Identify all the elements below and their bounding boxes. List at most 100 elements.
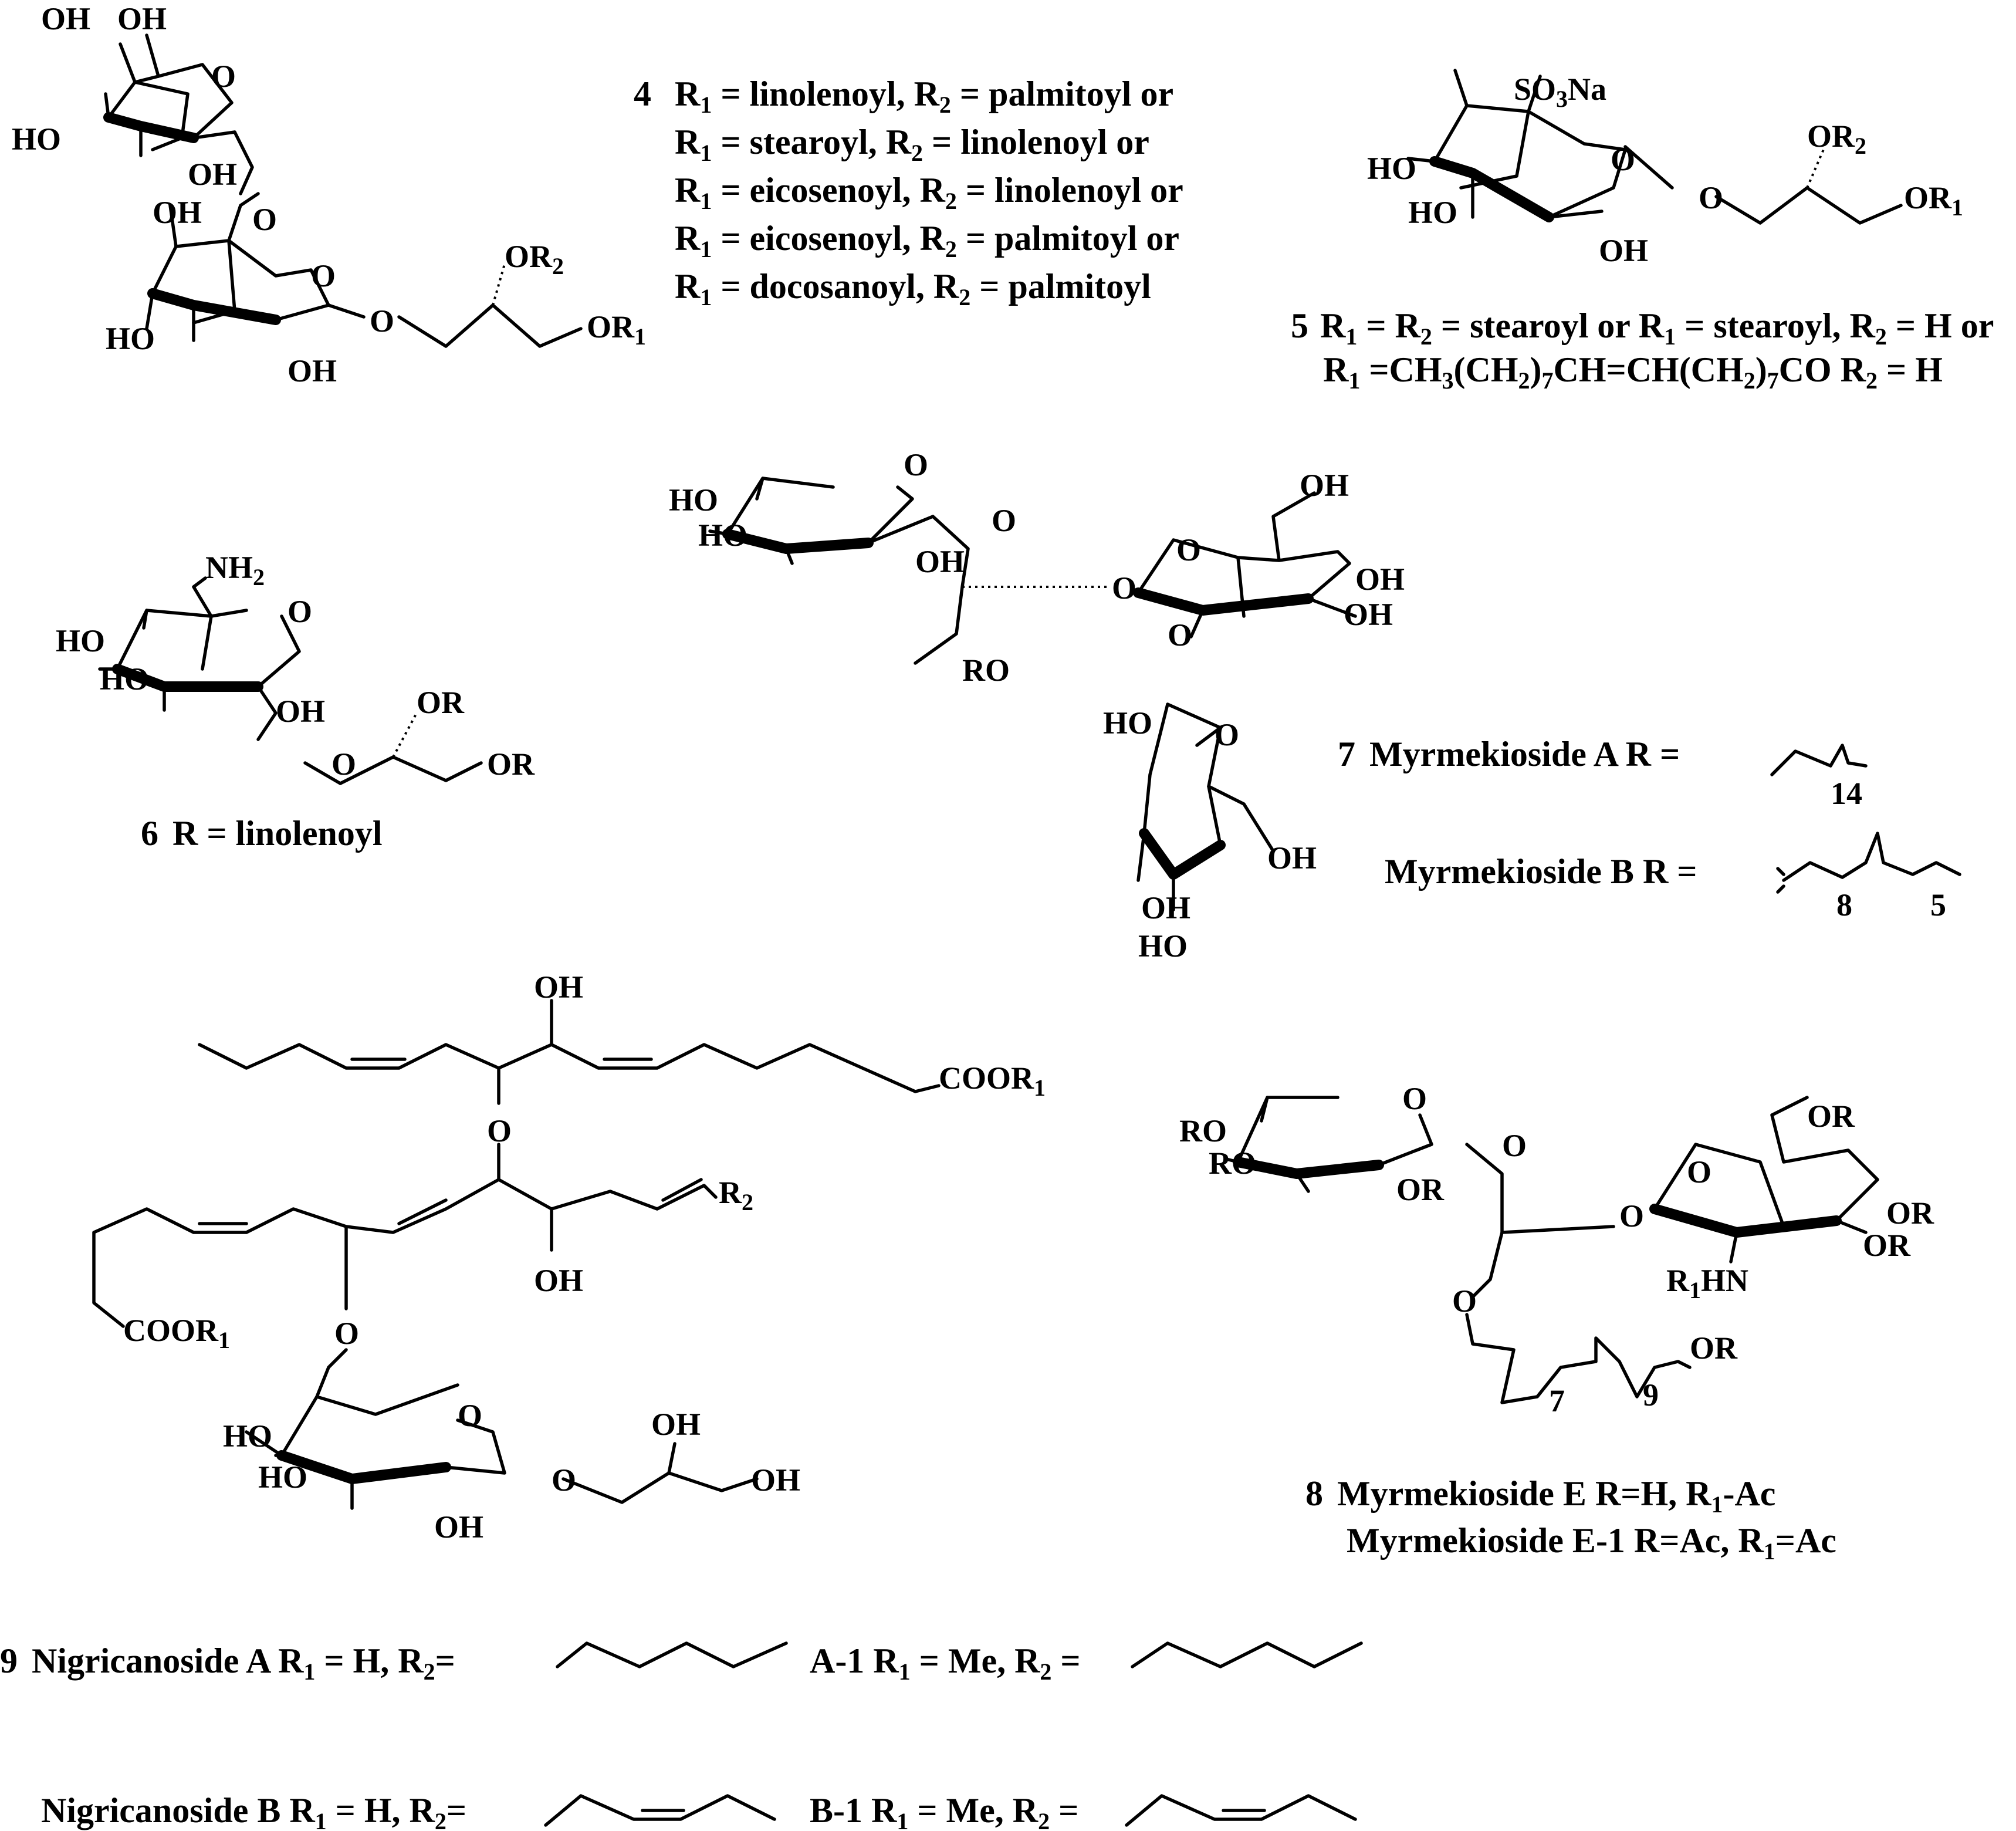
c4-oh5: OH bbox=[153, 195, 202, 230]
c7-oh2: OH bbox=[1300, 468, 1349, 503]
c8-ro1: RO bbox=[1179, 1113, 1227, 1148]
c8-or1: OR bbox=[1396, 1172, 1445, 1207]
c7-ho4: HO bbox=[1138, 928, 1188, 964]
c9-link-o2: O bbox=[334, 1316, 359, 1351]
c9-ring-o: O bbox=[458, 1398, 482, 1433]
c7-oh6: OH bbox=[1141, 890, 1190, 925]
c8-ring-o3: O bbox=[1687, 1154, 1711, 1190]
c7-oh3: OH bbox=[1355, 562, 1405, 597]
c7-count-b2: 5 bbox=[1930, 887, 1946, 923]
c4-caption: R1 = linolenoyl, R2 = palmitoyl or R1 = … bbox=[675, 75, 1183, 310]
compound-8-structure bbox=[1225, 1096, 1879, 1404]
c9-r2: R2 bbox=[719, 1175, 753, 1215]
c8-count-9: 9 bbox=[1643, 1377, 1659, 1413]
compound-9-structure bbox=[92, 999, 1363, 1827]
c7-ro: RO bbox=[962, 653, 1010, 688]
c9-coor1-top: COOR1 bbox=[939, 1060, 1046, 1101]
c9-oh-g2: OH bbox=[751, 1462, 800, 1498]
compound-7-structure bbox=[708, 477, 1961, 911]
c7-link-o5: O bbox=[1168, 617, 1192, 653]
c7-count-a: 14 bbox=[1831, 776, 1862, 811]
c8-or3: OR bbox=[1863, 1228, 1911, 1263]
c4-link-o2: O bbox=[252, 202, 277, 237]
c5-so3na: SO3Na bbox=[1514, 72, 1606, 112]
c8-r1hn: R1HN bbox=[1666, 1263, 1748, 1303]
svg-text:R1 = eicosenoyl, R2 = palmitoy: R1 = eicosenoyl, R2 = palmitoyl or bbox=[675, 219, 1179, 262]
compound-4-structure bbox=[103, 33, 583, 348]
c7-ho2: HO bbox=[698, 518, 747, 553]
svg-text:Myrmekioside E-1 R=Ac, R1=Ac: Myrmekioside E-1 R=Ac, R1=Ac bbox=[1347, 1521, 1836, 1565]
c9-link-o-gly: O bbox=[552, 1462, 576, 1498]
c6-ho1: HO bbox=[56, 623, 105, 658]
c4-ho6: HO bbox=[106, 321, 155, 356]
c9-ho2: HO bbox=[258, 1460, 307, 1495]
c6-or-b: OR bbox=[487, 746, 535, 782]
svg-text:R1 = docosanoyl, R2 = palmitoy: R1 = docosanoyl, R2 = palmitoyl bbox=[675, 267, 1151, 310]
c9-link-o1: O bbox=[487, 1113, 512, 1148]
c7-name-b: Myrmekioside B R = bbox=[1385, 852, 1697, 891]
c9-ho1: HO bbox=[223, 1418, 272, 1454]
c6-link-o2: O bbox=[332, 746, 356, 782]
svg-text:5R1 = R2 = stearoyl or R1 = st: 5R1 = R2 = stearoyl or R1 = stearoyl, R2… bbox=[1291, 306, 1994, 350]
c6-ho2: HO bbox=[100, 661, 149, 697]
c9-line-a1: A-1 R1 = Me, R2 = bbox=[810, 1641, 1081, 1685]
c8-link-o4: O bbox=[1619, 1198, 1644, 1234]
c8-count-7: 7 bbox=[1549, 1383, 1565, 1418]
c7-oh5: OH bbox=[1267, 840, 1317, 876]
svg-text:R1 =CH3(CH2)7CH=CH(CH2)7CO R2: R1 =CH3(CH2)7CH=CH(CH2)7CO R2 = H bbox=[1323, 350, 1943, 394]
c8-or2: OR bbox=[1886, 1195, 1934, 1231]
c4-or1: OR1 bbox=[587, 309, 646, 350]
c9-line-b1: B-1 R1 = Me, R2 = bbox=[810, 1791, 1078, 1831]
c8-or-chain: OR bbox=[1690, 1330, 1738, 1366]
svg-text:R1 = linolenoyl, R2 = palmitoy: R1 = linolenoyl, R2 = palmitoyl or bbox=[675, 75, 1173, 118]
c9-line-b: Nigricanoside B R1 = H, R2= bbox=[41, 1791, 466, 1831]
c7-ring-o3: O bbox=[1176, 532, 1201, 567]
c6-or-a: OR bbox=[417, 685, 465, 720]
c9-oh-ring: OH bbox=[434, 1509, 483, 1545]
c4-oh4: OH bbox=[188, 157, 237, 192]
c4-or2: OR2 bbox=[505, 239, 564, 279]
c7-link-o4: O bbox=[1112, 570, 1136, 606]
c9-oh-g1: OH bbox=[651, 1407, 701, 1442]
c5-or2: OR2 bbox=[1807, 119, 1866, 159]
c5-oh: OH bbox=[1599, 233, 1648, 268]
c6-ring-o1: O bbox=[287, 594, 312, 629]
c9-oh-mid: OH bbox=[534, 1263, 583, 1298]
c5-ring-o1: O bbox=[1611, 142, 1635, 177]
c5-or1: OR1 bbox=[1904, 180, 1963, 221]
c7-oh4: OH bbox=[1344, 597, 1393, 632]
c8-link-o2: O bbox=[1502, 1128, 1527, 1163]
c5-ho1: HO bbox=[1367, 151, 1416, 186]
c4-ho3: HO bbox=[12, 121, 61, 157]
c4-oh2: OH bbox=[117, 1, 167, 36]
c4-oh1: OH bbox=[41, 1, 90, 36]
compound-6-structure bbox=[98, 576, 483, 785]
svg-text:R1 = stearoyl, R2 = linolenoyl: R1 = stearoyl, R2 = linolenoyl or bbox=[675, 123, 1149, 166]
c7-ho3: HO bbox=[1103, 705, 1152, 741]
c4-ring-o3: O bbox=[311, 258, 336, 293]
c8-ro2: RO bbox=[1209, 1146, 1256, 1181]
c7-link-o2: O bbox=[992, 503, 1016, 538]
compound-5-structure bbox=[1406, 69, 1903, 225]
c4-number: 4 bbox=[634, 75, 651, 113]
svg-text:R1 = eicosenoyl, R2 = linoleno: R1 = eicosenoyl, R2 = linolenoyl or bbox=[675, 171, 1183, 214]
c9-oh-top: OH bbox=[534, 969, 583, 1005]
c4-oh7: OH bbox=[287, 353, 337, 389]
c8-link-o5: O bbox=[1452, 1283, 1477, 1319]
c7-ring-o1: O bbox=[904, 447, 928, 482]
c4-ring-o1: O bbox=[211, 59, 236, 94]
c6-nh2: NH2 bbox=[205, 550, 265, 590]
c9-coor1-left: COOR1 bbox=[123, 1313, 230, 1353]
c5-ho2: HO bbox=[1408, 195, 1457, 230]
c8-or-top: OR bbox=[1807, 1099, 1855, 1134]
c7-ho1: HO bbox=[669, 482, 718, 518]
c7-count-b1: 8 bbox=[1836, 887, 1852, 923]
c5-link-o2: O bbox=[1699, 180, 1723, 215]
c7-ring-o6: O bbox=[1215, 717, 1239, 752]
